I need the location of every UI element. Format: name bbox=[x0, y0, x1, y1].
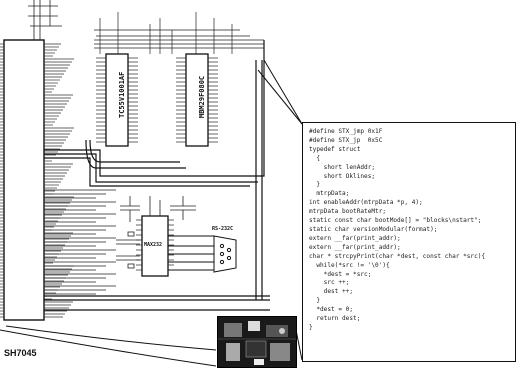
code-line: typedef struct bbox=[309, 145, 361, 153]
code-line: { bbox=[309, 154, 321, 162]
code-line: int enableAddr(mtrpData *p, 4); bbox=[309, 199, 423, 207]
flash-chip-body bbox=[185, 53, 209, 147]
code-line: static const char bootMode[] = "blocks\n… bbox=[309, 217, 482, 225]
callout-lines bbox=[0, 59, 303, 367]
rs232-connector bbox=[168, 235, 237, 273]
code-line: short lenAddr; bbox=[309, 163, 376, 171]
address-bus-top bbox=[94, 12, 264, 54]
mcu-label: SH7045 bbox=[4, 348, 37, 358]
code-line: static char versionModular(format); bbox=[309, 225, 438, 233]
code-line: while(*src != '\0'){ bbox=[309, 261, 390, 269]
sram-chip-label: TC55V1001AF bbox=[118, 71, 126, 118]
code-line: extern __far(print_addr); bbox=[309, 243, 401, 251]
mcu-body bbox=[3, 39, 45, 321]
code-line: char * strcpyPrint(char *dest, const cha… bbox=[309, 252, 486, 260]
code-line: *dest = *src; bbox=[309, 270, 372, 278]
code-line: extern __far(print_addr); bbox=[309, 234, 401, 242]
flash-chip-label: MBM29F080C bbox=[198, 75, 206, 118]
code-line: } bbox=[309, 181, 321, 189]
mcu-pin-stubs bbox=[0, 43, 74, 318]
code-line: return dest; bbox=[309, 315, 361, 323]
passive-components bbox=[116, 196, 196, 269]
code-line: dest ++; bbox=[309, 288, 354, 296]
board-photo-drawing bbox=[218, 321, 296, 365]
bus-lines bbox=[44, 40, 270, 311]
data-bus-lower bbox=[44, 189, 116, 295]
code-line: mtrpData bootRateMtr; bbox=[309, 208, 387, 216]
code-line: mtrpData; bbox=[309, 190, 350, 198]
flash-chip-pins bbox=[176, 57, 218, 143]
max232-chip-label: MAX232 bbox=[144, 242, 163, 248]
code-line: #define STX_jmp 0x1F bbox=[309, 128, 383, 135]
board-photo bbox=[217, 316, 297, 368]
code-line: #define STX_jp 0x5C bbox=[309, 136, 383, 144]
sram-chip-body bbox=[105, 53, 129, 147]
code-line: *dest = 0; bbox=[309, 306, 354, 314]
code-line: src ++; bbox=[309, 279, 350, 287]
top-connectors bbox=[28, 0, 62, 40]
code-line: } bbox=[309, 323, 313, 331]
max232-chip-pins bbox=[136, 219, 174, 271]
code-line: short Oklines; bbox=[309, 172, 376, 180]
sram-chip-pins bbox=[96, 57, 138, 143]
rs232-label: RS-232C bbox=[212, 226, 234, 232]
code-line: } bbox=[309, 297, 321, 305]
